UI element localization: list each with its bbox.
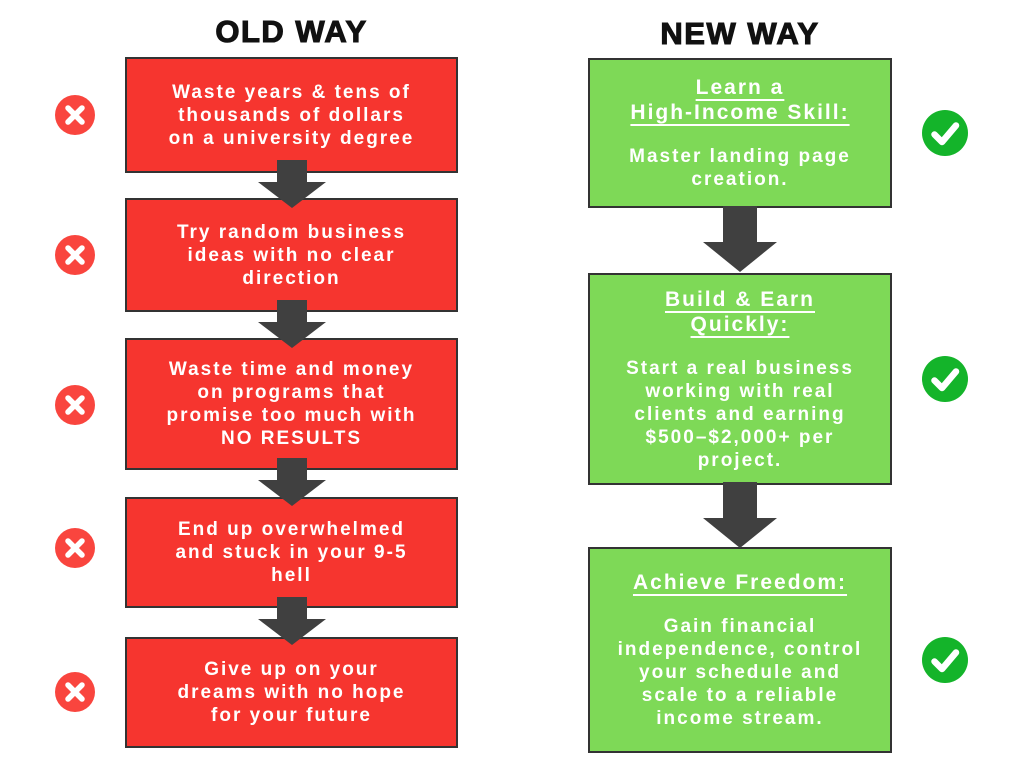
old-way-step-text-1: Waste years & tens of thousands of dolla… [168,81,415,149]
down-arrow [703,482,777,548]
down-arrow [258,597,326,645]
check-icon [922,637,968,683]
cross-icon [55,95,95,135]
old-way-step-text-3: Waste time and money on programs that pr… [166,359,417,449]
new-way-step-box-2: Build & Earn Quickly: Start a real busin… [588,273,892,485]
old-way-step-box-3: Waste time and money on programs that pr… [125,338,458,470]
new-way-step-box-1: Learn a High-Income Skill: Master landin… [588,58,892,208]
check-icon [922,356,968,402]
cross-icon [55,528,95,568]
down-arrow [703,206,777,272]
new-way-step-heading-3: Achieve Freedom: [632,571,848,594]
old-way-step-text-2: Try random business ideas with no clear … [176,221,407,289]
old-way-step-box-1: Waste years & tens of thousands of dolla… [125,57,458,173]
down-arrow [258,300,326,348]
new-way-step-body-1: Master landing page creation. [629,146,851,190]
new-way-step-heading-1: Learn a High-Income Skill: [630,76,850,124]
old-way-step-box-2: Try random business ideas with no clear … [125,198,458,312]
new-way-step-body-3: Gain financial independence, control you… [617,616,863,729]
new-way-step-body-2: Start a real business working with real … [626,357,854,471]
new-way-step-heading-2: Build & Earn Quickly: [664,287,815,336]
down-arrow [258,458,326,506]
new-way-step-box-3: Achieve Freedom: Gain financial independ… [588,547,892,753]
old-way-step-box-4: End up overwhelmed and stuck in your 9-5… [125,497,458,608]
old-way-step-text-4: End up overwhelmed and stuck in your 9-5… [175,519,408,586]
old-way-step-box-5: Give up on your dreams with no hope for … [125,637,458,748]
old-way-title: OLD WAY [215,13,368,49]
cross-icon [55,672,95,712]
cross-icon [55,235,95,275]
new-way-title: NEW WAY [660,15,820,51]
old-way-step-text-5: Give up on your dreams with no hope for … [177,659,406,726]
cross-icon [55,385,95,425]
check-icon [922,110,968,156]
down-arrow [258,160,326,208]
